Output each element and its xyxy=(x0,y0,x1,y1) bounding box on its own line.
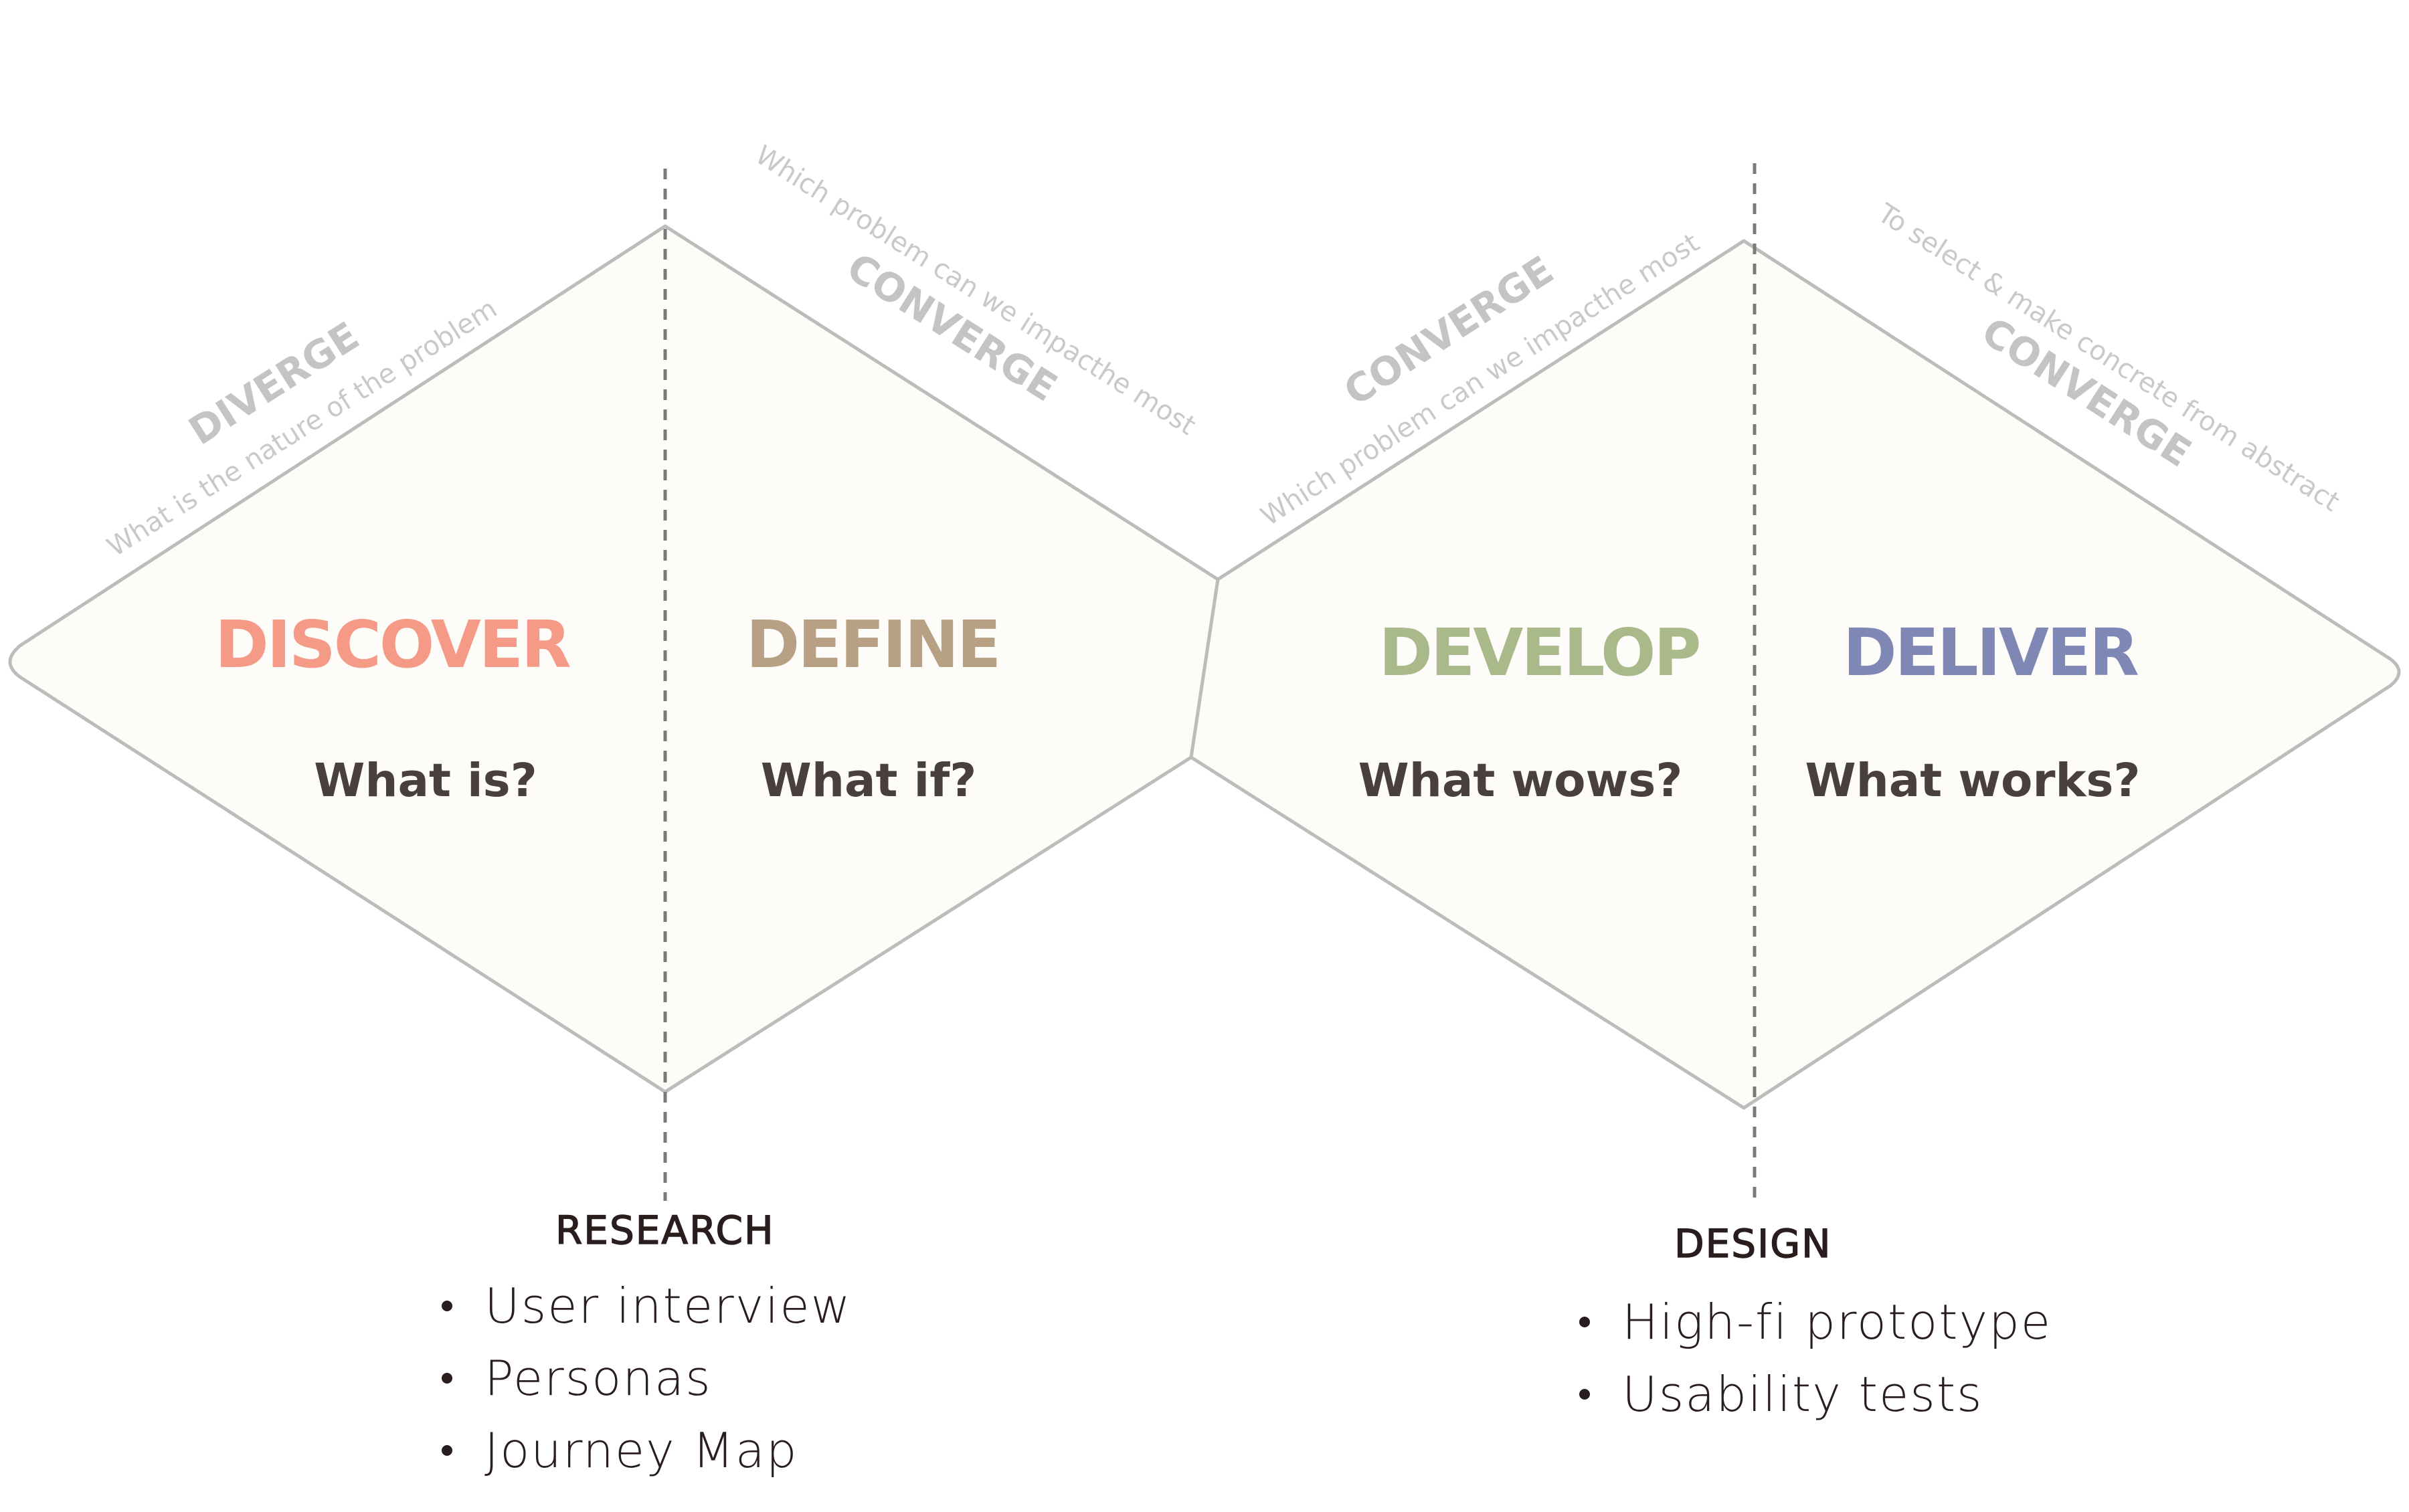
bullet-icon xyxy=(442,1373,452,1384)
design-stage: DESIGN High-fi prototype Usability tests xyxy=(1579,1224,2052,1430)
phase-question-develop: What wows? xyxy=(1358,754,1683,808)
phase-title-discover: DISCOVER xyxy=(215,607,570,682)
bullet-icon xyxy=(1579,1389,1590,1400)
phase-question-deliver: What works? xyxy=(1805,754,2141,808)
research-stage: RESEARCH User interview Personas Journey… xyxy=(442,1208,852,1487)
phase-question-discover: What is? xyxy=(314,754,537,808)
bullet-icon xyxy=(442,1301,452,1311)
phase-title-develop: DEVELOP xyxy=(1378,615,1699,690)
research-item-label: User interview xyxy=(484,1278,852,1334)
list-item: Personas xyxy=(442,1342,852,1414)
phase-question-define: What if? xyxy=(761,754,977,808)
design-heading: DESIGN xyxy=(1674,1221,1832,1266)
phase-title-deliver: DELIVER xyxy=(1843,615,2138,690)
research-item-label: Personas xyxy=(484,1350,712,1406)
bullet-icon xyxy=(1579,1317,1590,1327)
design-item-label: Usability tests xyxy=(1622,1366,1983,1422)
bullet-icon xyxy=(442,1445,452,1456)
list-item: Journey Map xyxy=(442,1414,852,1487)
list-item: User interview xyxy=(442,1270,852,1342)
diamond-design xyxy=(1189,239,2401,1110)
design-item-label: High-fi prototype xyxy=(1622,1294,2052,1350)
research-item-label: Journey Map xyxy=(484,1422,798,1479)
design-list: High-fi prototype Usability tests xyxy=(1579,1286,2052,1430)
research-heading: RESEARCH xyxy=(555,1208,775,1253)
research-list: User interview Personas Journey Map xyxy=(442,1270,852,1487)
diamond-research xyxy=(8,224,1220,1094)
list-item: High-fi prototype xyxy=(1579,1286,2052,1358)
phase-title-define: DEFINE xyxy=(746,607,1000,682)
list-item: Usability tests xyxy=(1579,1358,2052,1430)
